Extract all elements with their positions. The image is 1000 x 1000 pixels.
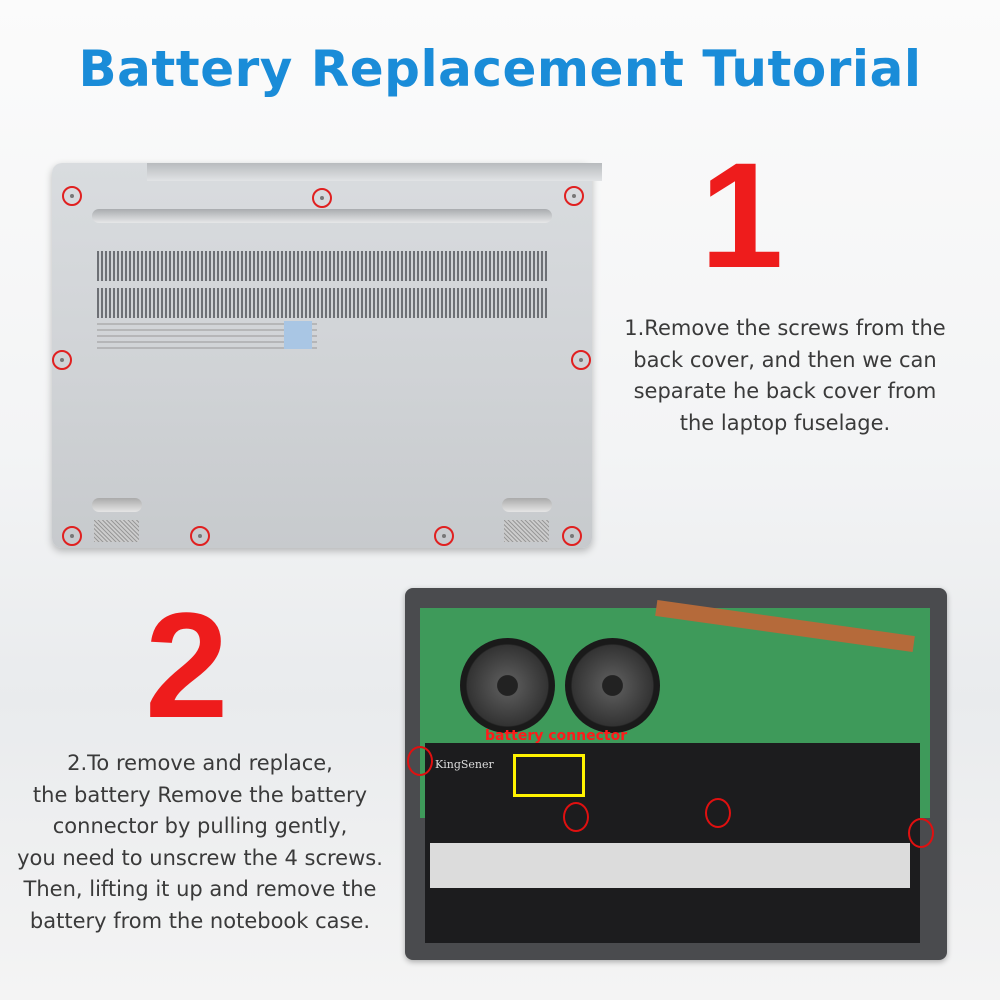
text-line: back cover, and then we can — [633, 347, 937, 372]
step-1-text: 1.Remove the screws from the back cover,… — [600, 313, 970, 439]
battery-brand: KingSener — [435, 758, 494, 771]
battery-connector-highlight — [513, 754, 585, 797]
laptop-internal-photo: KingSener battery connector — [405, 588, 947, 960]
text-line: the battery Remove the battery — [32, 782, 368, 807]
step-number-2: 2 — [145, 581, 229, 749]
text-line: battery from the notebook case. — [29, 908, 371, 933]
screw-marker — [564, 186, 584, 206]
screw-marker — [908, 818, 934, 848]
screw-marker — [562, 526, 582, 546]
vent — [97, 288, 547, 318]
screw-marker — [62, 186, 82, 206]
text-line: 1.Remove the screws from the — [624, 316, 946, 340]
screw-marker — [705, 798, 731, 828]
screw-marker — [434, 526, 454, 546]
battery — [425, 743, 920, 943]
vent — [97, 251, 547, 281]
speaker-grill — [94, 520, 139, 542]
speaker-grill — [504, 520, 549, 542]
rubber-foot-bar — [92, 209, 552, 223]
page-title: Battery Replacement Tutorial — [78, 40, 922, 98]
text-line: 2.To remove and replace, — [67, 751, 333, 775]
step-2-text: 2.To remove and replace, the battery Rem… — [0, 748, 400, 937]
screw-marker — [312, 188, 332, 208]
screw-marker — [52, 350, 72, 370]
screw-marker — [571, 350, 591, 370]
cooling-fan — [460, 638, 555, 733]
screw-marker — [62, 526, 82, 546]
screw-marker — [407, 746, 433, 776]
text-line: the laptop fuselage. — [679, 410, 891, 435]
step-number-1: 1 — [700, 131, 784, 299]
regulatory-label — [97, 323, 317, 353]
text-line: you need to unscrew the 4 screws. — [17, 845, 383, 870]
screw-marker — [563, 802, 589, 832]
text-line: Then, lifting it up and remove the — [23, 877, 377, 901]
cooling-fan — [565, 638, 660, 733]
windows-logo — [284, 321, 312, 349]
text-line: connector by pulling gently, — [52, 814, 348, 838]
laptop-back-cover-photo — [52, 163, 602, 548]
battery-warning-label — [430, 843, 910, 888]
rubber-foot — [502, 498, 552, 512]
battery-connector-label: battery connector — [485, 728, 628, 744]
screw-marker — [190, 526, 210, 546]
text-line: separate he back cover from — [633, 379, 937, 403]
rubber-foot — [92, 498, 142, 512]
hinge — [147, 163, 602, 181]
